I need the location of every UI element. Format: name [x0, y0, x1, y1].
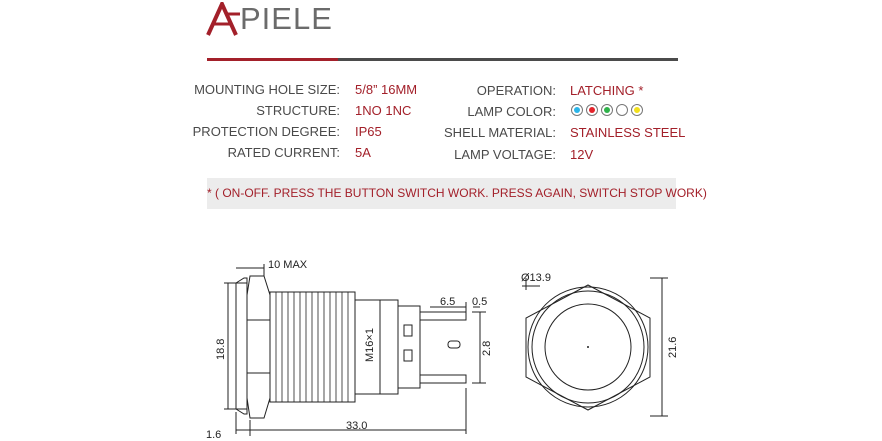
front-outer-ring — [527, 286, 649, 408]
spec-label-operation: OPERATION: — [476, 83, 556, 98]
front-hex-outline — [525, 284, 651, 411]
spec-label-shell: SHELL MATERIAL: — [444, 125, 556, 140]
spec-value-voltage: 12V — [570, 147, 594, 162]
dim-2-8: 2.8 — [481, 341, 493, 356]
side-terminal-block — [397, 305, 421, 389]
spec-value-shell: STAINLESS STEEL — [570, 125, 686, 140]
logo-a-icon — [206, 2, 240, 36]
side-flange — [235, 282, 248, 410]
front-flange-ring — [531, 290, 645, 404]
side-flange-edge — [235, 277, 248, 415]
lamp-color-red — [586, 104, 598, 116]
brand-name: PIELE — [240, 1, 333, 36]
front-center-dot — [587, 346, 589, 348]
spec-label-mounting: MOUNTING HOLE SIZE: — [194, 82, 340, 97]
header-rule — [338, 58, 678, 61]
spec-value-mounting: 5/8” 16MM — [355, 82, 418, 97]
terminal-pin-top — [403, 324, 413, 337]
operation-note: * ( ON-OFF. PRESS THE BUTTON SWITCH WORK… — [207, 178, 707, 209]
dim-33-0: 33.0 — [346, 420, 367, 432]
side-thread-body — [269, 291, 356, 403]
lamp-color-green — [601, 104, 613, 116]
side-hex-nut — [246, 275, 271, 419]
lamp-color-swatches — [571, 104, 643, 116]
lamp-color-blue — [571, 104, 583, 116]
dim-0-5: 0.5 — [472, 296, 487, 308]
spec-label-structure: STRUCTURE: — [256, 103, 340, 118]
lamp-color-white — [616, 104, 628, 116]
header-rule-accent — [207, 58, 338, 61]
side-rear-housing — [379, 299, 399, 395]
terminal-tab-upper — [420, 311, 467, 321]
spec-value-structure: 1NO 1NC — [355, 103, 412, 118]
dim-18-8: 18.8 — [215, 339, 227, 360]
lamp-color-yellow — [631, 104, 643, 116]
spec-label-protection: PROTECTION DEGREE: — [192, 124, 340, 139]
terminal-tab-hole — [447, 340, 461, 349]
dim-1-6: 1.6 — [206, 429, 221, 441]
dim-21-6: 21.6 — [667, 337, 679, 358]
spec-value-protection: IP65 — [355, 124, 382, 139]
dim-thread-m16: M16×1 — [364, 328, 376, 362]
spec-label-lamp-color: LAMP COLOR: — [467, 104, 556, 119]
brand-logo: PIELE — [206, 2, 333, 36]
thread-lines — [275, 292, 349, 402]
terminal-pin-bottom — [403, 349, 413, 362]
dim-10-max: 10 MAX — [268, 259, 308, 271]
dimension-drawing: 10 MAX 6.5 0.5 18.8 M16×1 2.8 33.0 1.6 Ø… — [206, 259, 679, 441]
operation-note-text: * ( ON-OFF. PRESS THE BUTTON SWITCH WORK… — [207, 186, 707, 200]
spec-label-current: RATED CURRENT: — [227, 145, 340, 160]
terminal-tab-lower — [420, 374, 467, 384]
dim-6-5: 6.5 — [440, 296, 455, 308]
front-button-ring — [544, 303, 632, 391]
dim-diameter-13-9: Ø13.9 — [521, 272, 551, 284]
spec-value-operation: LATCHING * — [570, 83, 644, 98]
spec-value-current: 5A — [355, 145, 371, 160]
spec-label-voltage: LAMP VOLTAGE: — [454, 147, 556, 162]
